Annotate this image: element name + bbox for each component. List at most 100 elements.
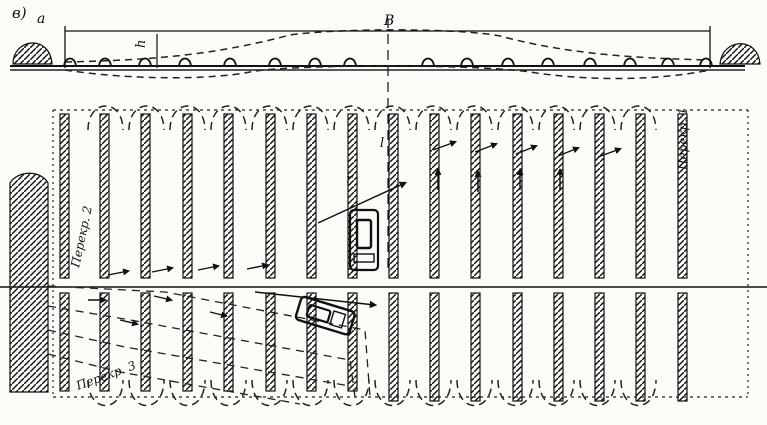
hatched-strip-top-12 [512,113,523,279]
motion-arrow-2 [474,142,498,153]
turning-loop-top-3 [169,105,206,131]
hatched-strip-top-7 [306,113,317,279]
hatched-strip-bottom-7 [306,292,317,392]
motion-arrow-13 [246,262,270,270]
profile-bump-12 [541,57,555,67]
profile-bump-4 [178,57,192,67]
hatched-strip-bottom-3 [140,292,151,392]
profile-bump-2 [98,57,112,67]
hatched-strip-top-10 [429,113,440,279]
turning-loop-bottom-11 [497,379,534,407]
dimension-label-a: a [37,11,45,27]
hatched-strip-top-4 [182,113,193,279]
hatched-strip-top-13 [553,113,564,279]
motion-arrow-16 [153,295,174,303]
motion-arrow-15 [119,319,140,327]
profile-bumps [63,57,713,67]
turning-loop-bottom-2 [128,379,165,407]
hatched-strip-top-15 [635,113,646,279]
left-hatched-post [9,172,49,393]
hatched-strip-bottom-4 [182,292,193,392]
crown-profile-top [64,29,711,63]
hatched-strip-top-9 [388,113,399,279]
turning-loop-top-7 [333,105,370,131]
turning-loops-top [87,105,657,131]
profile-bump-16 [699,57,713,67]
profile-bump-9 [421,57,435,67]
hatched-strip-bottom-14 [594,292,605,402]
hatched-strip-bottom-16 [677,292,688,402]
motion-arrow-1 [432,140,457,151]
hatched-strip-bottom-5 [223,292,234,392]
motion-arrow-17 [209,311,229,319]
turning-loop-top-6 [292,105,329,131]
hatched-strip-bottom-6 [265,292,276,392]
dimension-label-b: B [383,13,394,29]
turning-loops-bottom [87,379,657,407]
turning-loop-top-13 [579,105,616,131]
hatched-strip-top-2 [99,113,110,279]
hatched-strip-top-8 [347,113,358,279]
turning-loop-top-4 [210,105,247,131]
hatched-strip-bottom-9 [388,292,399,402]
profile-bump-10 [460,57,474,67]
turning-loop-bottom-14 [620,379,657,407]
hatched-strip-top-3 [140,113,151,279]
turning-loop-top-5 [251,105,288,131]
turning-loop-top-10 [456,105,493,131]
profile-bump-7 [308,57,322,67]
hatched-strip-bottom-10 [429,292,440,402]
turning-loop-top-9 [415,105,452,131]
profile-bump-13 [583,57,597,67]
hatched-strip-bottom-13 [553,292,564,402]
hatched-strip-bottom-1 [59,292,70,392]
motion-arrow-12 [197,263,221,271]
turning-loop-bottom-4 [210,379,247,407]
profile-bump-5 [223,57,237,67]
turning-loop-bottom-10 [456,379,493,407]
turning-loop-bottom-1 [87,379,124,407]
turning-loop-top-2 [128,105,165,131]
skew-field-outline-1 [47,285,371,398]
dimension-label-l: l [380,136,384,151]
hatched-strip-top-6 [265,113,276,279]
hatched-strip-bottom-8 [347,292,358,392]
skew-field-outline-3 [47,329,351,387]
turning-loop-top-8 [374,105,411,131]
turning-loop-top-12 [538,105,575,131]
diagonal-track-top [317,181,408,224]
hatched-strip-top-1 [59,113,70,279]
profile-bump-15 [661,57,675,67]
turning-loop-bottom-7 [333,379,370,407]
hatched-strips-top [59,113,688,279]
annotation-top-right: Перекр. 1 [676,108,690,171]
profile-bump-8 [343,57,357,67]
dimension-label-h: h [134,40,149,48]
profile-section: в) a B h [10,4,761,272]
tractor-top [348,208,380,272]
plan-view: l r Перекр. 1 Перекр. 2 Перекр. 3 [0,105,767,407]
dimension-label-r: r [346,172,353,187]
motion-arrow-3 [515,144,538,155]
turning-loop-bottom-9 [415,379,452,407]
motion-arrow-5 [597,147,622,158]
turning-loop-bottom-5 [251,379,288,407]
turning-loop-bottom-12 [538,379,575,407]
hatched-strip-top-14 [594,113,605,279]
diagonal-track-bottom [254,291,378,309]
hatched-strip-bottom-11 [470,292,481,402]
hatched-strip-bottom-15 [635,292,646,402]
hatched-strip-bottom-12 [512,292,523,402]
turning-loop-top-1 [87,105,124,131]
profile-bump-3 [138,57,152,67]
turning-loop-bottom-3 [169,379,206,407]
turning-loop-bottom-13 [579,379,616,407]
profile-bump-14 [623,57,637,67]
left-bank-mound [12,42,53,65]
hatched-strips-bottom [59,292,688,402]
profile-bump-6 [268,57,282,67]
turning-loop-bottom-6 [292,379,329,407]
motion-arrows [88,140,622,327]
